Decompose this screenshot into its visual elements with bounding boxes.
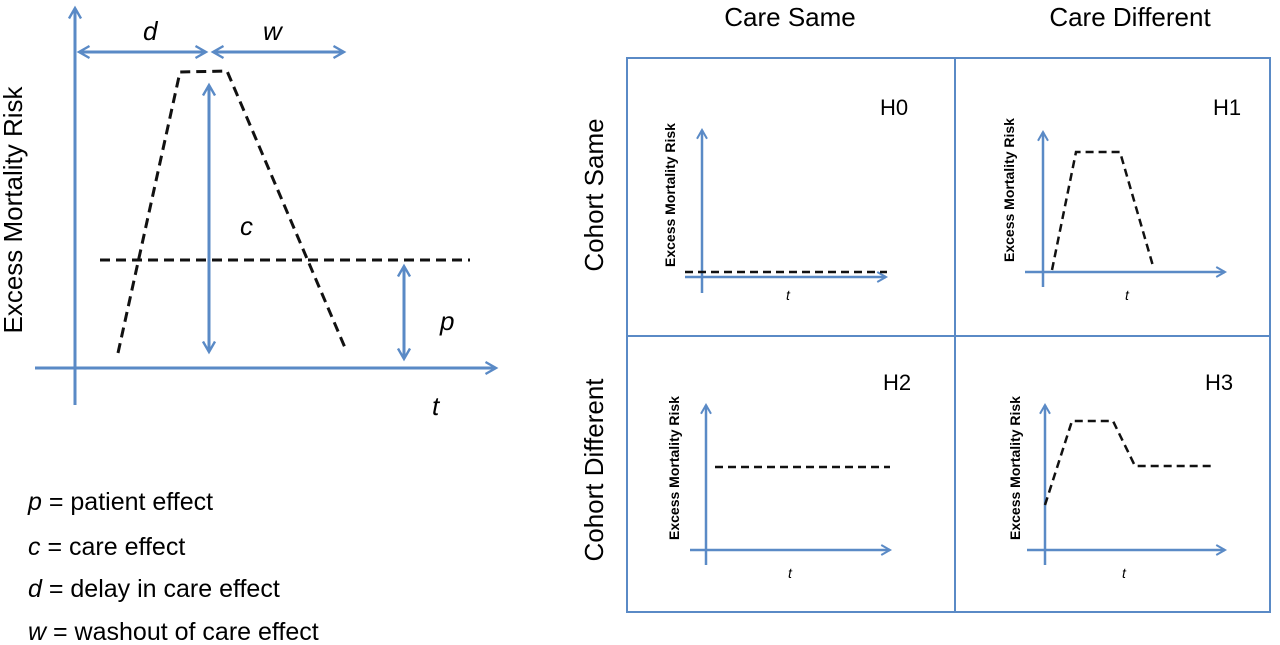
row-header-cohort-different: Cohort Different — [579, 378, 609, 562]
t-label: t — [1125, 287, 1130, 303]
risk-curve — [1043, 419, 1215, 506]
panel-h2: Excess Mortality Risk t H2 — [666, 370, 911, 581]
t-label: t — [786, 287, 791, 303]
y-axis-label: Excess Mortality Risk — [1007, 396, 1023, 540]
t-label: t — [788, 565, 793, 581]
panel-id: H3 — [1205, 370, 1233, 395]
legend-item: p = patient effect — [27, 488, 213, 516]
p-label: p — [439, 306, 454, 336]
row-header-cohort-same: Cohort Same — [579, 118, 609, 271]
col-header-care-different: Care Different — [1049, 2, 1211, 32]
y-axis-label: Excess Mortality Risk — [662, 123, 678, 267]
legend-item: w = washout of care effect — [28, 618, 319, 645]
left-diagram: Excess Mortality Risk d w c p t — [0, 5, 499, 421]
panel-id: H1 — [1213, 95, 1241, 120]
w-label: w — [263, 16, 284, 46]
risk-curve — [1050, 150, 1155, 271]
t-label: t — [432, 391, 441, 421]
y-axis-label: Excess Mortality Risk — [1001, 118, 1017, 262]
panel-h0: Excess Mortality Risk t H0 — [662, 95, 908, 303]
c-label: c — [240, 211, 253, 241]
legend-item: c = care effect — [28, 533, 185, 561]
grid-frame — [626, 57, 1271, 613]
legend: p = patient effect c = care effect d = d… — [27, 488, 319, 645]
y-axis-label: Excess Mortality Risk — [666, 396, 682, 540]
care-effect-curve — [116, 69, 348, 354]
y-axis-label: Excess Mortality Risk — [0, 85, 28, 333]
t-label: t — [1122, 565, 1127, 581]
legend-item: d = delay in care effect — [28, 575, 280, 603]
panel-id: H2 — [883, 370, 911, 395]
panel-id: H0 — [880, 95, 908, 120]
d-label: d — [143, 16, 159, 46]
panel-h1: Excess Mortality Risk t H1 — [1001, 95, 1241, 303]
panel-h3: Excess Mortality Risk t H3 — [1007, 370, 1233, 581]
col-header-care-same: Care Same — [724, 2, 856, 32]
